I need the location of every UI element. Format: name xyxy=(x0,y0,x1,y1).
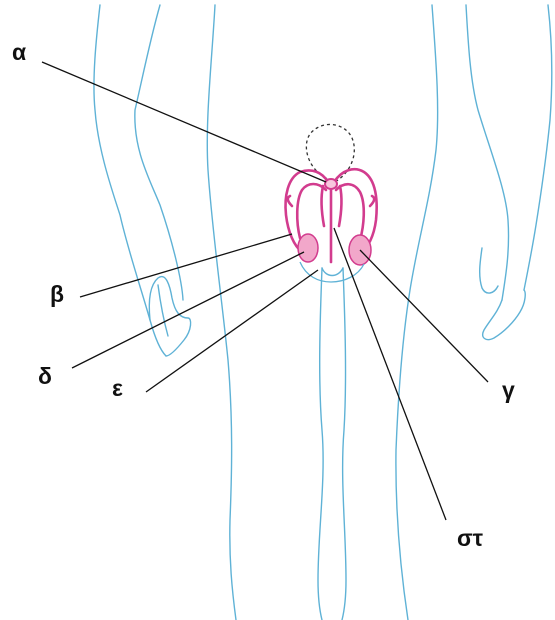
left-seminal-vesicle xyxy=(321,186,324,226)
leader-st xyxy=(334,228,446,520)
label-gamma: γ xyxy=(502,377,515,403)
right-hand-outline xyxy=(483,290,525,340)
right-arm-inner-outline xyxy=(524,5,552,290)
leader-beta xyxy=(80,234,292,297)
right-leg-inner xyxy=(342,268,346,620)
right-epididymis-hook xyxy=(370,196,374,206)
right-arm-outline xyxy=(466,5,509,300)
left-arm-outline xyxy=(94,5,166,356)
label-epsilon: ε xyxy=(112,375,123,401)
reproductive-organs xyxy=(286,169,377,282)
left-epididymis-hook xyxy=(288,196,292,206)
body-outline xyxy=(94,5,552,620)
left-thumb-outline xyxy=(158,285,168,336)
left-thigh-outer xyxy=(207,5,236,620)
groin-curve xyxy=(322,268,343,276)
leader-lines xyxy=(42,62,488,520)
right-seminal-vesicle xyxy=(339,186,342,226)
bladder-outline xyxy=(306,124,354,182)
left-leg-inner xyxy=(318,268,323,620)
prostate xyxy=(325,179,337,189)
leader-alpha xyxy=(42,62,326,182)
leader-gamma xyxy=(360,250,488,382)
label-delta: δ xyxy=(38,363,52,389)
scrotum-outline xyxy=(300,262,364,282)
label-beta: β xyxy=(50,281,64,307)
right-thigh-outer xyxy=(396,5,438,620)
left-hand-outline xyxy=(149,277,190,356)
leader-delta xyxy=(72,252,304,368)
label-alpha: α xyxy=(12,39,26,65)
left-testis xyxy=(298,234,318,262)
left-arm-inner-outline xyxy=(135,5,183,300)
right-thumb-outline xyxy=(480,248,498,293)
label-st: στ xyxy=(457,525,483,551)
